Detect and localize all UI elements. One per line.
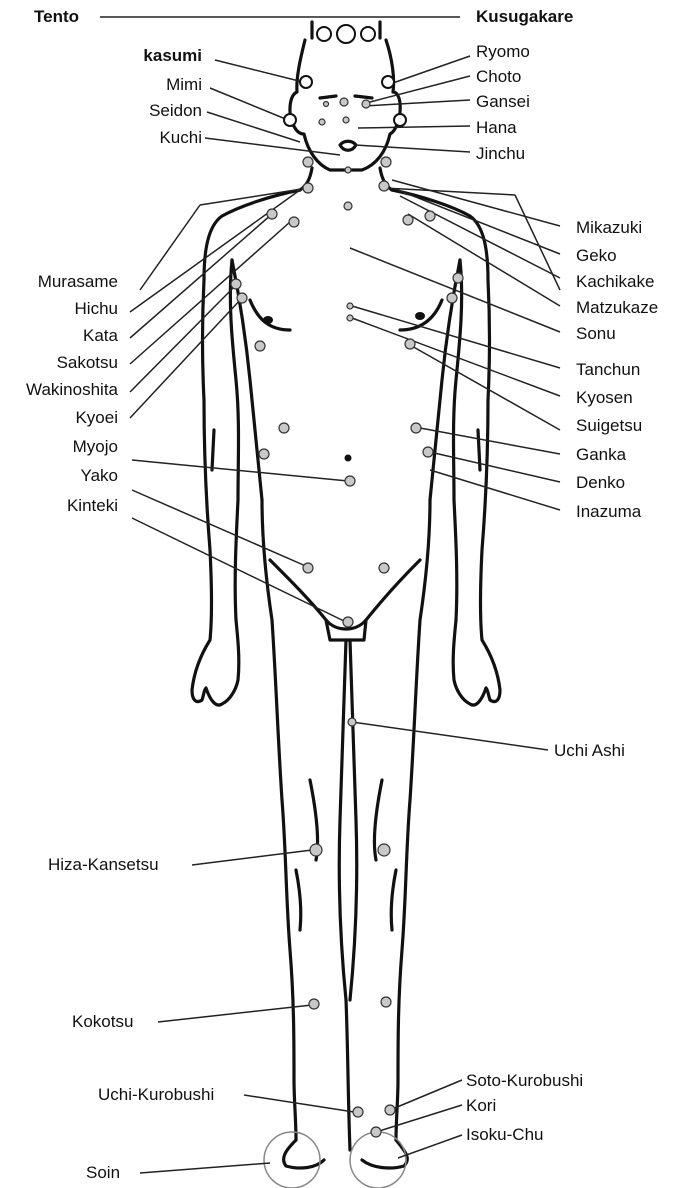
label-hana: Hana [476, 118, 517, 138]
label-mikazuki: Mikazuki [576, 218, 642, 238]
label-myojo: Myojo [10, 437, 118, 457]
label-denko: Denko [576, 473, 625, 493]
label-kasumi: kasumi [110, 46, 202, 66]
label-uchi-kurobushi: Uchi-Kurobushi [98, 1085, 214, 1105]
label-mimi: Mimi [110, 75, 202, 95]
label-soto-kurobushi: Soto-Kurobushi [466, 1071, 583, 1091]
label-inazuma: Inazuma [576, 502, 641, 522]
label-gansei: Gansei [476, 92, 530, 112]
label-tanchun: Tanchun [576, 360, 640, 380]
label-matzukaze: Matzukaze [576, 298, 658, 318]
label-kyoei: Kyoei [10, 408, 118, 428]
label-kata: Kata [10, 326, 118, 346]
soin-circles [264, 1132, 406, 1188]
nipples-navel [263, 312, 425, 462]
label-sonu: Sonu [576, 324, 616, 344]
label-seidon: Seidon [110, 101, 202, 121]
head-top-circles [317, 25, 375, 43]
label-kyosen: Kyosen [576, 388, 633, 408]
label-kachikake: Kachikake [576, 272, 654, 292]
label-choto: Choto [476, 67, 521, 87]
label-hichu: Hichu [10, 299, 118, 319]
label-sakotsu: Sakotsu [10, 353, 118, 373]
label-kusugakare: Kusugakare [476, 7, 573, 27]
label-wakinoshita: Wakinoshita [10, 380, 118, 400]
label-suigetsu: Suigetsu [576, 416, 642, 436]
body-outline [192, 22, 500, 1168]
label-kuchi: Kuchi [110, 128, 202, 148]
label-kori: Kori [466, 1096, 496, 1116]
label-ryomo: Ryomo [476, 42, 530, 62]
label-kinteki: Kinteki [10, 496, 118, 516]
label-geko: Geko [576, 246, 617, 266]
label-uchi-ashi: Uchi Ashi [554, 741, 625, 761]
pressure-points [231, 76, 463, 1137]
label-ganka: Ganka [576, 445, 626, 465]
label-murasame: Murasame [10, 272, 118, 292]
label-soin: Soin [86, 1163, 120, 1183]
leader-lines [100, 17, 560, 1173]
label-yako: Yako [10, 466, 118, 486]
label-jinchu: Jinchu [476, 144, 525, 164]
label-tento: Tento [34, 7, 79, 27]
label-isoku-chu: Isoku-Chu [466, 1125, 543, 1145]
label-kokotsu: Kokotsu [72, 1012, 133, 1032]
label-hiza-kansetsu: Hiza-Kansetsu [48, 855, 159, 875]
